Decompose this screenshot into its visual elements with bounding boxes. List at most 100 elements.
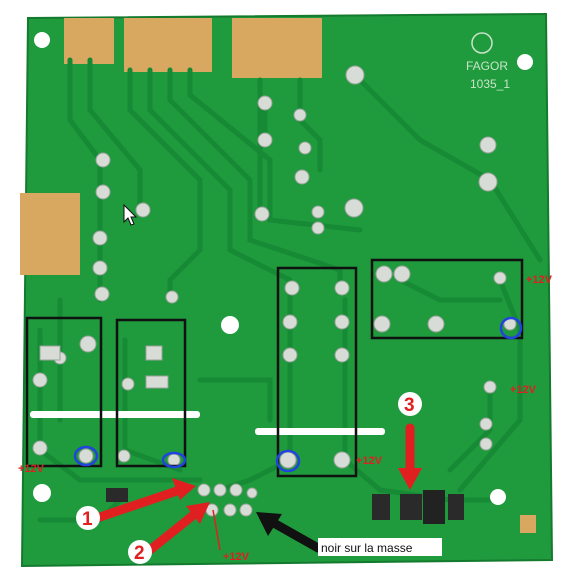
solder-pad [344,198,364,218]
solder-pad [197,483,211,497]
solder-pad [79,335,97,353]
smd-component [372,494,390,520]
solder-pad [479,136,497,154]
solder-pad [92,230,108,246]
annotation-arrows [95,423,422,555]
arrow-2 [145,508,201,555]
label-plus12v: +12V [356,455,383,467]
gold-connector [520,515,536,533]
smd-component [400,494,422,520]
highlight-box [115,318,187,468]
number-badge-2 [128,540,152,564]
marker-circle [275,449,301,473]
solder-pad-rect [145,345,163,361]
gold-connector [124,18,212,72]
solder-pad [284,280,300,296]
mounting-hole [221,316,239,334]
solder-pad [479,437,493,451]
highlight-boxes [25,258,524,478]
solder-pad [95,152,111,168]
gold-connector [20,193,80,275]
label-plus12v: +12V [223,551,250,563]
solder-pad [117,449,131,463]
number-labels: 1 2 3 [76,392,422,564]
label-plus12v: +12V [510,384,537,396]
arrow-1 [95,485,185,522]
solder-pad [32,372,48,388]
solder-pad [282,314,298,330]
solder-pad [334,314,350,330]
number-badge-3 [398,392,422,416]
mouse-cursor-icon [123,203,138,226]
mounting-hole [33,484,51,502]
arrow-black [267,517,323,553]
solder-pad [279,451,297,469]
solder-pad [257,95,273,111]
solder-pad [167,453,181,467]
solder-pad [213,483,227,497]
mounting-hole [490,489,506,505]
solder-pad [479,417,493,431]
solder-pad [478,172,498,192]
solder-pad [298,141,312,155]
arrow-black-head [256,512,282,536]
solder-pad [311,221,325,235]
solder-pad [257,132,273,148]
solder-pad [95,184,111,200]
solder-pad [282,347,298,363]
solder-pad-rect [145,375,169,389]
arrow-3-head [398,468,422,490]
solder-pad [92,260,108,276]
marker-circle [73,445,99,467]
number-badge-1 [76,506,100,530]
highlight-box [276,266,358,478]
mounting-hole [34,32,50,48]
solder-pad [223,503,237,517]
solder-pad [239,503,253,517]
solder-pad [165,290,179,304]
label-plus12v: +12V [18,463,45,475]
solder-pad [246,487,258,499]
marker-circle [161,451,187,469]
arrow-1-head [172,478,196,500]
board-slot [30,411,200,418]
solder-pad [393,265,411,283]
label-2: 2 [134,543,145,564]
solder-pad [311,205,325,219]
gold-connector [232,18,322,78]
label-1: 1 [82,509,93,530]
board-marking-brand: FAGOR [466,59,508,73]
solder-pad [32,440,48,456]
highlight-box [370,258,524,340]
ground-note: noir sur la masse [321,541,413,555]
marker-circle [499,316,523,340]
solder-pad [375,265,393,283]
board-marking-code: 1035_1 [470,77,510,91]
board-slot [255,428,385,435]
label-plus12v: +12V [526,274,553,286]
ground-note-bg [318,538,442,556]
solder-pad [254,206,270,222]
solder-pad [94,286,110,302]
mounting-hole [517,54,533,70]
solder-pad [293,108,307,122]
solder-pad [78,448,94,464]
solder-pad [483,380,497,394]
solder-pad [229,483,243,497]
solder-pad [135,202,151,218]
highlight-box [25,316,103,468]
solder-pad [121,377,135,391]
leader-line [212,509,221,551]
solder-pad [334,280,350,296]
solder-pad [333,451,351,469]
gold-connector [64,18,114,64]
solder-pad [334,347,350,363]
solder-pad [294,169,310,185]
label-3: 3 [404,395,415,416]
marker-circles [73,316,523,473]
arrow-2-head [186,502,210,524]
board-logo [471,32,493,54]
solder-pad-rect [39,345,61,361]
